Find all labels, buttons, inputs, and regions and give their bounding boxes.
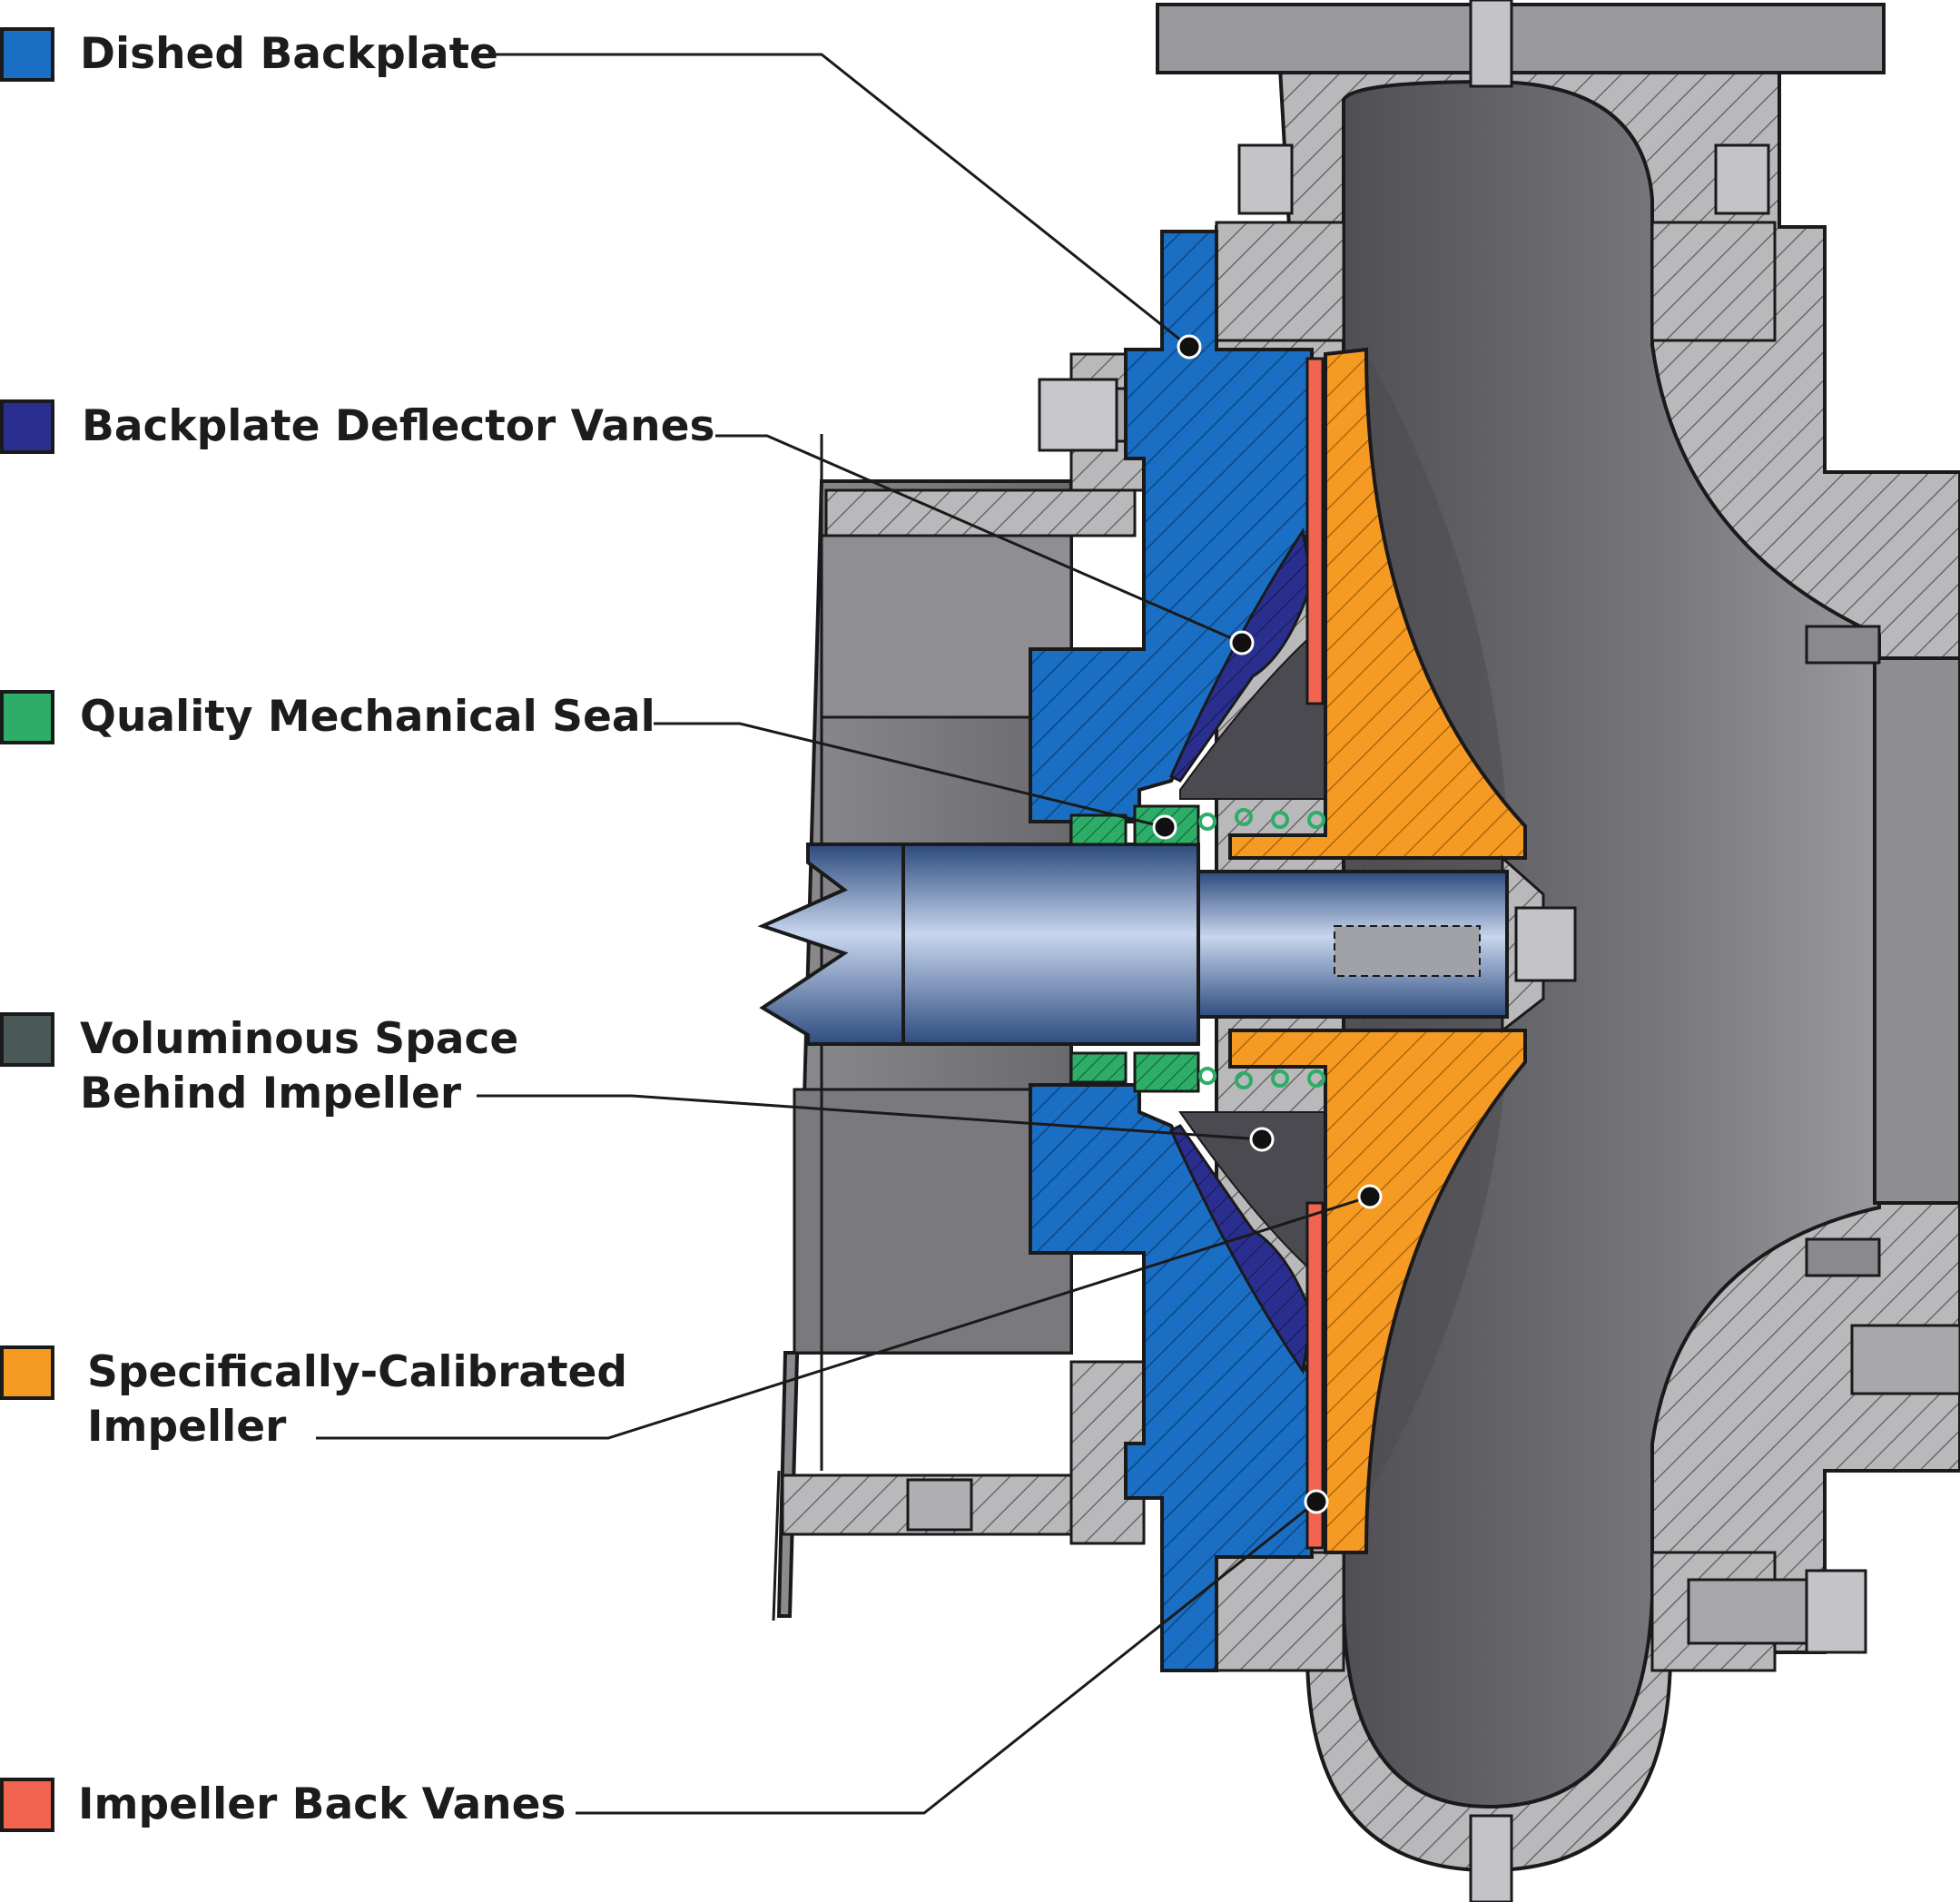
legend-item-impeller-back-vanes: Impeller Back Vanes [0,1778,566,1832]
volute-casing [1156,0,1960,1902]
legend-label-quality-mechanical-seal: Quality Mechanical Seal [80,692,655,742]
pump-shaft [757,843,1509,1046]
legend-label-impeller-line-2: Impeller [87,1402,287,1452]
leader-lines [316,53,1371,1815]
leader-dished-backplate [495,53,1190,349]
swatch-backplate-deflector-vanes [0,399,54,454]
leader-voluminous-space [477,1094,1263,1141]
swatch-specifically-calibrated-impeller [0,1345,54,1400]
legend-label-impeller-line-1: Specifically-Calibrated [87,1347,628,1397]
leader-deflector-vanes [715,434,1243,645]
legend-label-voluminous-space: Voluminous Space Behind Impeller [80,1012,518,1121]
swatch-quality-mechanical-seal [0,690,54,744]
dot-mechanical-seal [1152,814,1177,840]
legend-label-dished-backplate: Dished Backplate [80,29,498,79]
seal-spring [1198,808,1325,1089]
swatch-voluminous-space [0,1012,54,1067]
legend-label-voluminous-space-line-1: Voluminous Space [80,1014,519,1064]
legend-label-backplate-deflector-vanes: Backplate Deflector Vanes [82,401,715,451]
leader-dots [1152,334,1383,1514]
swatch-dished-backplate [0,27,54,82]
impeller-back-vanes-part [1305,357,1325,1550]
dot-impeller [1357,1184,1383,1209]
legend-label-impeller-back-vanes: Impeller Back Vanes [78,1779,566,1829]
voluminous-space-part [1178,635,1326,1272]
dot-dished-backplate [1177,334,1202,360]
legend-label-specifically-calibrated-impeller: Specifically-Calibrated Impeller [87,1345,627,1454]
legend: Dished Backplate Backplate Deflector Van… [0,0,817,1902]
backplate-deflector-vanes-part [1169,527,1314,1375]
dot-voluminous-space [1249,1127,1275,1152]
legend-label-voluminous-space-line-2: Behind Impeller [80,1069,461,1119]
legend-item-dished-backplate: Dished Backplate [0,27,498,82]
legend-item-backplate-deflector-vanes: Backplate Deflector Vanes [0,399,714,454]
dot-back-vanes [1304,1489,1329,1514]
leader-impeller [316,1195,1371,1440]
leader-back-vanes [576,1500,1317,1815]
mechanical-seal-part [1069,804,1200,1093]
leader-mechanical-seal [654,722,1166,829]
legend-item-voluminous-space: Voluminous Space Behind Impeller [0,1012,518,1121]
legend-item-specifically-calibrated-impeller: Specifically-Calibrated Impeller [0,1345,627,1454]
swatch-impeller-back-vanes [0,1778,54,1832]
dot-deflector-vanes [1229,630,1255,655]
legend-item-quality-mechanical-seal: Quality Mechanical Seal [0,690,655,744]
